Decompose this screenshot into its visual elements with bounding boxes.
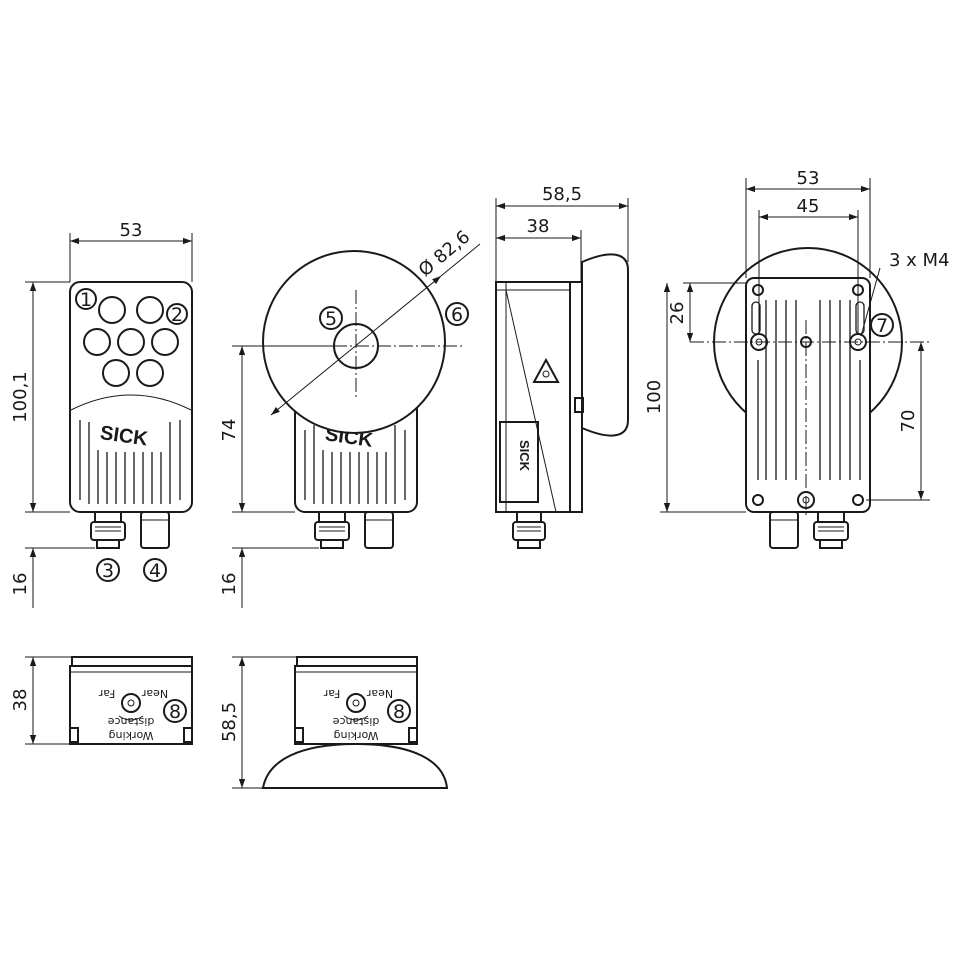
top-far-label: Far	[98, 687, 115, 700]
m12-connector-icon	[90, 511, 126, 549]
led-indicator	[102, 359, 130, 387]
top-lens-far-label: Far	[323, 687, 340, 700]
front-housing	[69, 281, 193, 513]
back-width-inner-label: 45	[797, 196, 820, 217]
callout-2	[166, 303, 188, 325]
m12-connector-icon	[769, 511, 799, 549]
thread-leader	[860, 267, 881, 337]
side-lens-dome	[581, 253, 629, 437]
lens-connector-label: 16	[219, 573, 240, 596]
callout-1	[75, 288, 97, 310]
brand-logo: SICK	[99, 422, 150, 451]
callout-8	[163, 699, 187, 723]
top-lens-near-label: Near	[366, 687, 393, 700]
top-depth-label: 38	[10, 689, 31, 712]
callout-3-text: 3	[102, 560, 114, 582]
callout-8-lens	[387, 699, 411, 723]
back-housing	[745, 277, 871, 513]
front-width-label: 53	[120, 220, 143, 241]
focus-adjust-icon	[118, 693, 144, 721]
side-label-panel	[499, 421, 539, 503]
lens-center-height-label: 74	[219, 419, 240, 442]
callout-8-lens-text: 8	[393, 701, 405, 723]
back-thread-label: 3 x M4	[889, 250, 950, 271]
focus-adjust-icon	[343, 693, 369, 721]
front-cooling-zone	[70, 394, 192, 411]
top-near-label: Near	[141, 687, 168, 700]
top-lens-depth-label: 58,5	[219, 702, 240, 742]
callout-1-text: 1	[80, 289, 92, 311]
led-indicator	[136, 359, 164, 387]
front-led-group	[83, 296, 179, 387]
callout-7	[870, 313, 894, 337]
front-view: SICK 53 100,1 16	[10, 220, 193, 608]
back-hole-offset-label: 26	[667, 302, 688, 325]
callout-5	[319, 306, 343, 330]
callout-6	[445, 302, 469, 326]
side-brand-logo: SICK	[517, 440, 532, 472]
led-indicator	[98, 296, 126, 324]
top-lens-view: Near Far distance Working 8 58,5	[219, 656, 449, 789]
callout-7-text: 7	[876, 315, 888, 337]
led-indicator	[136, 296, 164, 324]
m12-connector-icon	[140, 511, 170, 549]
side-body-depth-label: 38	[527, 216, 550, 237]
callout-4-text: 4	[149, 560, 161, 582]
top-lens-working-label: Working	[334, 729, 379, 742]
callout-8-text: 8	[169, 701, 181, 723]
top-lens-dome	[261, 742, 449, 789]
led-indicator	[151, 328, 179, 356]
front-connector-label: 16	[10, 573, 31, 596]
front-height-label: 100,1	[10, 371, 31, 423]
front-fins	[79, 420, 181, 504]
back-view: 53 45 3 x M4 7 26 100 70	[644, 168, 950, 549]
top-working-label: Working	[109, 729, 154, 742]
lens-dome	[262, 250, 446, 434]
back-hole-span-label: 70	[898, 410, 919, 433]
lens-view: SICK Ø 82,6 74 16 5 6	[219, 226, 481, 608]
m12-connector-icon	[512, 511, 546, 549]
laser-warning-icon	[532, 357, 560, 383]
diameter-leader	[270, 275, 442, 416]
top-view: Near Far distance Working 8 38	[10, 656, 193, 745]
top-distance-label: distance	[107, 715, 154, 728]
m12-connector-icon	[314, 511, 350, 549]
side-housing	[495, 281, 571, 513]
callout-4	[143, 558, 167, 582]
callout-5-text: 5	[325, 308, 337, 330]
m12-connector-icon	[813, 511, 849, 549]
side-view: SICK 58,5 38	[495, 184, 629, 549]
callout-3	[96, 558, 120, 582]
callout-6-text: 6	[451, 304, 463, 326]
side-total-depth-label: 58,5	[542, 184, 582, 205]
led-indicator	[83, 328, 111, 356]
back-width-outer-label: 53	[797, 168, 820, 189]
top-housing	[69, 665, 193, 745]
top-lens-distance-label: distance	[332, 715, 379, 728]
callout-2-text: 2	[171, 304, 183, 326]
back-height-label: 100	[644, 380, 665, 414]
m12-connector-icon	[364, 511, 394, 549]
led-indicator	[117, 328, 145, 356]
